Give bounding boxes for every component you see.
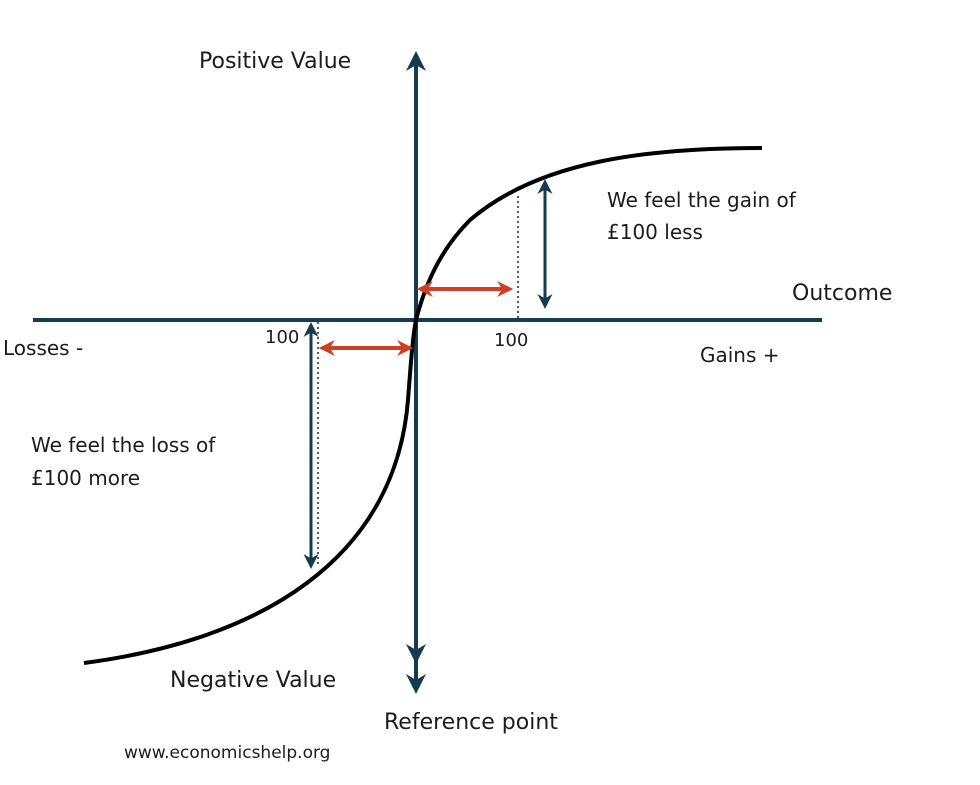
gain-note-line2: £100 less: [607, 220, 703, 244]
gain-tick-label: 100: [494, 330, 528, 351]
gain-note-line1: We feel the gain of: [607, 188, 797, 212]
outcome-label: Outcome: [792, 281, 892, 306]
value-function-curve: [83, 146, 763, 665]
loss-tick-label: 100: [265, 327, 299, 348]
losses-label: Losses -: [3, 336, 83, 360]
source-credit: www.economicshelp.org: [124, 743, 330, 763]
reference-point-label: Reference point: [384, 710, 558, 735]
loss-note-line2: £100 more: [31, 466, 140, 490]
negative-value-label: Negative Value: [170, 668, 336, 693]
loss-note-line1: We feel the loss of: [31, 433, 216, 457]
gains-label: Gains +: [700, 343, 780, 367]
positive-value-label: Positive Value: [199, 49, 351, 74]
